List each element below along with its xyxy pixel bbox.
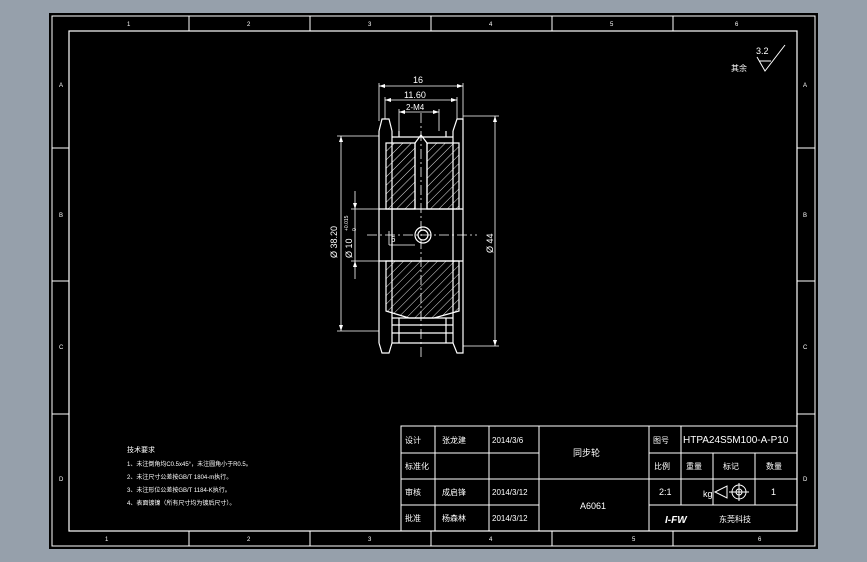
zone-number: 3 bbox=[368, 537, 372, 543]
dim-bore-tol-upper: +0.015 bbox=[344, 215, 350, 231]
zone-letter: C bbox=[803, 345, 808, 351]
pulley-section-view bbox=[367, 113, 477, 358]
zone-letter: A bbox=[803, 83, 807, 89]
tech-note-line: 2、未注尺寸公差按GB/T 1804-m执行。 bbox=[127, 473, 232, 481]
review-label: 审核 bbox=[405, 487, 421, 497]
material: A6061 bbox=[580, 501, 606, 511]
drawing-canvas: 1 2 3 4 5 6 1 2 3 4 5 6 A B C D A B C D … bbox=[51, 15, 816, 547]
title-block bbox=[400, 425, 798, 532]
reviewer-name: 成启锋 bbox=[442, 487, 466, 497]
roughness-value: 3.2 bbox=[756, 46, 769, 56]
part-name: 同步轮 bbox=[573, 447, 600, 458]
tech-notes-title: 技术要求 bbox=[127, 445, 155, 454]
zone-letter: D bbox=[59, 477, 64, 483]
dim-set-screw-offset: 6 bbox=[391, 235, 396, 244]
dim-bore-tol-lower: 0 bbox=[352, 228, 358, 231]
dim-groove-width: 2-M4 bbox=[406, 103, 425, 112]
zone-number: 1 bbox=[105, 537, 109, 543]
scale-value: 2:1 bbox=[659, 487, 672, 497]
zone-number: 5 bbox=[632, 537, 636, 543]
review-date: 2014/3/12 bbox=[492, 488, 528, 497]
design-date: 2014/3/6 bbox=[492, 436, 524, 445]
dimension-arrows bbox=[339, 84, 497, 346]
scale-label: 比例 bbox=[654, 461, 670, 471]
drawing-no-label: 图号 bbox=[653, 436, 669, 445]
weight-label: 重量 bbox=[686, 461, 702, 471]
zone-number: 3 bbox=[368, 22, 372, 28]
approve-label: 批准 bbox=[405, 513, 421, 523]
weight-unit: kg bbox=[703, 489, 713, 499]
technical-notes: 技术要求 1、未注倒角均C0.5x45°，未注圆角小于R0.5。 2、未注尺寸公… bbox=[127, 445, 252, 507]
zone-number: 6 bbox=[735, 22, 739, 28]
tech-note-line: 1、未注倒角均C0.5x45°，未注圆角小于R0.5。 bbox=[127, 460, 252, 468]
zone-letter: B bbox=[59, 213, 63, 219]
quantity-value: 1 bbox=[771, 487, 776, 497]
zone-letter: D bbox=[803, 477, 808, 483]
tech-note-line: 4、表面镀镍（所有尺寸均为镀后尺寸）。 bbox=[127, 499, 235, 507]
standardization-label: 标准化 bbox=[405, 461, 429, 471]
dim-pitch-diameter: Ø 38.20 bbox=[329, 226, 339, 258]
zone-ticks bbox=[52, 16, 815, 546]
zone-number: 4 bbox=[489, 537, 493, 543]
zone-number: 2 bbox=[247, 22, 251, 28]
company-name: 东莞科技 bbox=[719, 514, 751, 524]
zone-letter: B bbox=[803, 213, 807, 219]
drawing-number: HTPA24S5M100-A-P10 bbox=[683, 435, 789, 446]
zone-letter: A bbox=[59, 83, 63, 89]
roughness-symbol: 3.2 其余 bbox=[731, 44, 786, 73]
dim-flange-diameter: Ø 44 bbox=[485, 233, 495, 253]
zone-number: 6 bbox=[758, 537, 762, 543]
zone-letter: C bbox=[59, 345, 64, 351]
dim-inner-width: 11.60 bbox=[404, 90, 426, 100]
roughness-note: 其余 bbox=[731, 63, 747, 73]
company-logo: I-FW bbox=[665, 515, 688, 526]
approver-name: 杨森林 bbox=[442, 513, 466, 523]
zone-number: 4 bbox=[489, 22, 493, 28]
zone-number: 2 bbox=[247, 537, 251, 543]
dim-overall-width: 16 bbox=[413, 75, 423, 85]
zone-number: 5 bbox=[610, 22, 614, 28]
drawing-sheet: 1 2 3 4 5 6 1 2 3 4 5 6 A B C D A B C D … bbox=[49, 13, 818, 549]
dim-bore-diameter: Ø 10 bbox=[344, 238, 354, 258]
projection-symbol-icon bbox=[713, 483, 749, 501]
design-label: 设计 bbox=[405, 435, 421, 445]
quantity-label: 数量 bbox=[766, 461, 782, 471]
mark-label: 标记 bbox=[723, 461, 739, 471]
zone-number: 1 bbox=[127, 22, 131, 28]
designer-name: 张龙建 bbox=[442, 435, 466, 445]
tech-note-line: 3、未注形位公差按GB/T 1184-K执行。 bbox=[127, 486, 231, 494]
approve-date: 2014/3/12 bbox=[492, 514, 528, 523]
